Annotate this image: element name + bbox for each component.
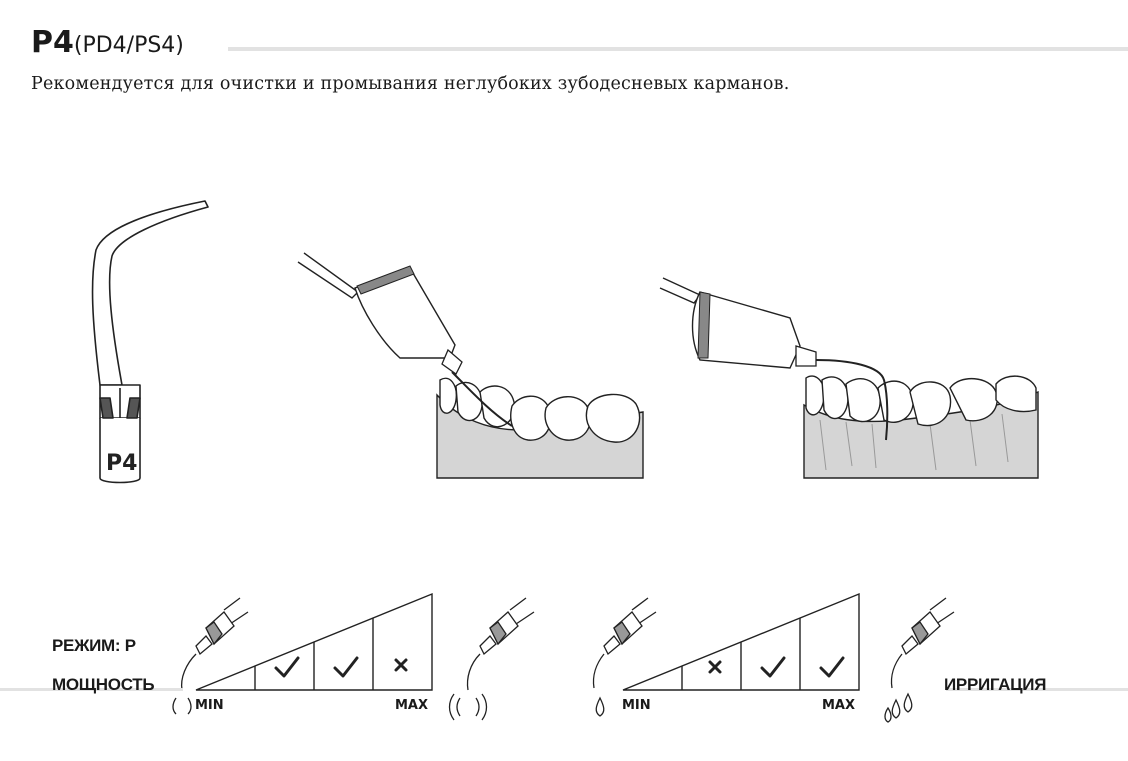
lateral-use-illustration	[297, 252, 644, 479]
power-label: МОЩНОСТЬ	[52, 675, 155, 694]
irrigation-min-handpiece-icon	[592, 597, 657, 717]
irrigation-cell-2-check-icon	[760, 656, 786, 678]
subgingival-use-illustration	[659, 277, 1039, 479]
footer-divider-left	[0, 688, 183, 691]
irrigation-cell-1-cross-icon	[708, 660, 722, 674]
irrigation-min-label: MIN	[622, 698, 651, 713]
power-cell-3-cross-icon	[394, 658, 408, 672]
tip-description: Рекомендуется для очистки и промывания н…	[31, 74, 790, 94]
scaler-tip-illustration	[91, 200, 209, 484]
irrigation-label: ИРРИГАЦИЯ	[944, 675, 1047, 694]
power-cell-2-check-icon	[333, 656, 359, 678]
page-title: P4(PD4/PS4)	[31, 28, 184, 58]
power-cell-1-check-icon	[274, 656, 300, 678]
power-min-label: MIN	[195, 698, 224, 713]
power-max-label: MAX	[395, 698, 429, 713]
power-max-handpiece-icon	[448, 597, 535, 721]
power-scale	[195, 592, 433, 691]
tip-model-title: P4	[31, 25, 74, 60]
tip-label: P4	[106, 451, 137, 476]
footer-divider-right	[946, 688, 1128, 691]
power-min-handpiece-icon	[172, 597, 249, 715]
irrigation-scale	[622, 592, 860, 691]
title-divider	[228, 47, 1128, 51]
tip-variants-subtitle: (PD4/PS4)	[73, 33, 184, 58]
irrigation-cell-3-check-icon	[819, 656, 845, 678]
irrigation-max-label: MAX	[822, 698, 856, 713]
irrigation-max-handpiece-icon	[884, 597, 955, 723]
mode-label: РЕЖИМ: P	[52, 636, 136, 655]
